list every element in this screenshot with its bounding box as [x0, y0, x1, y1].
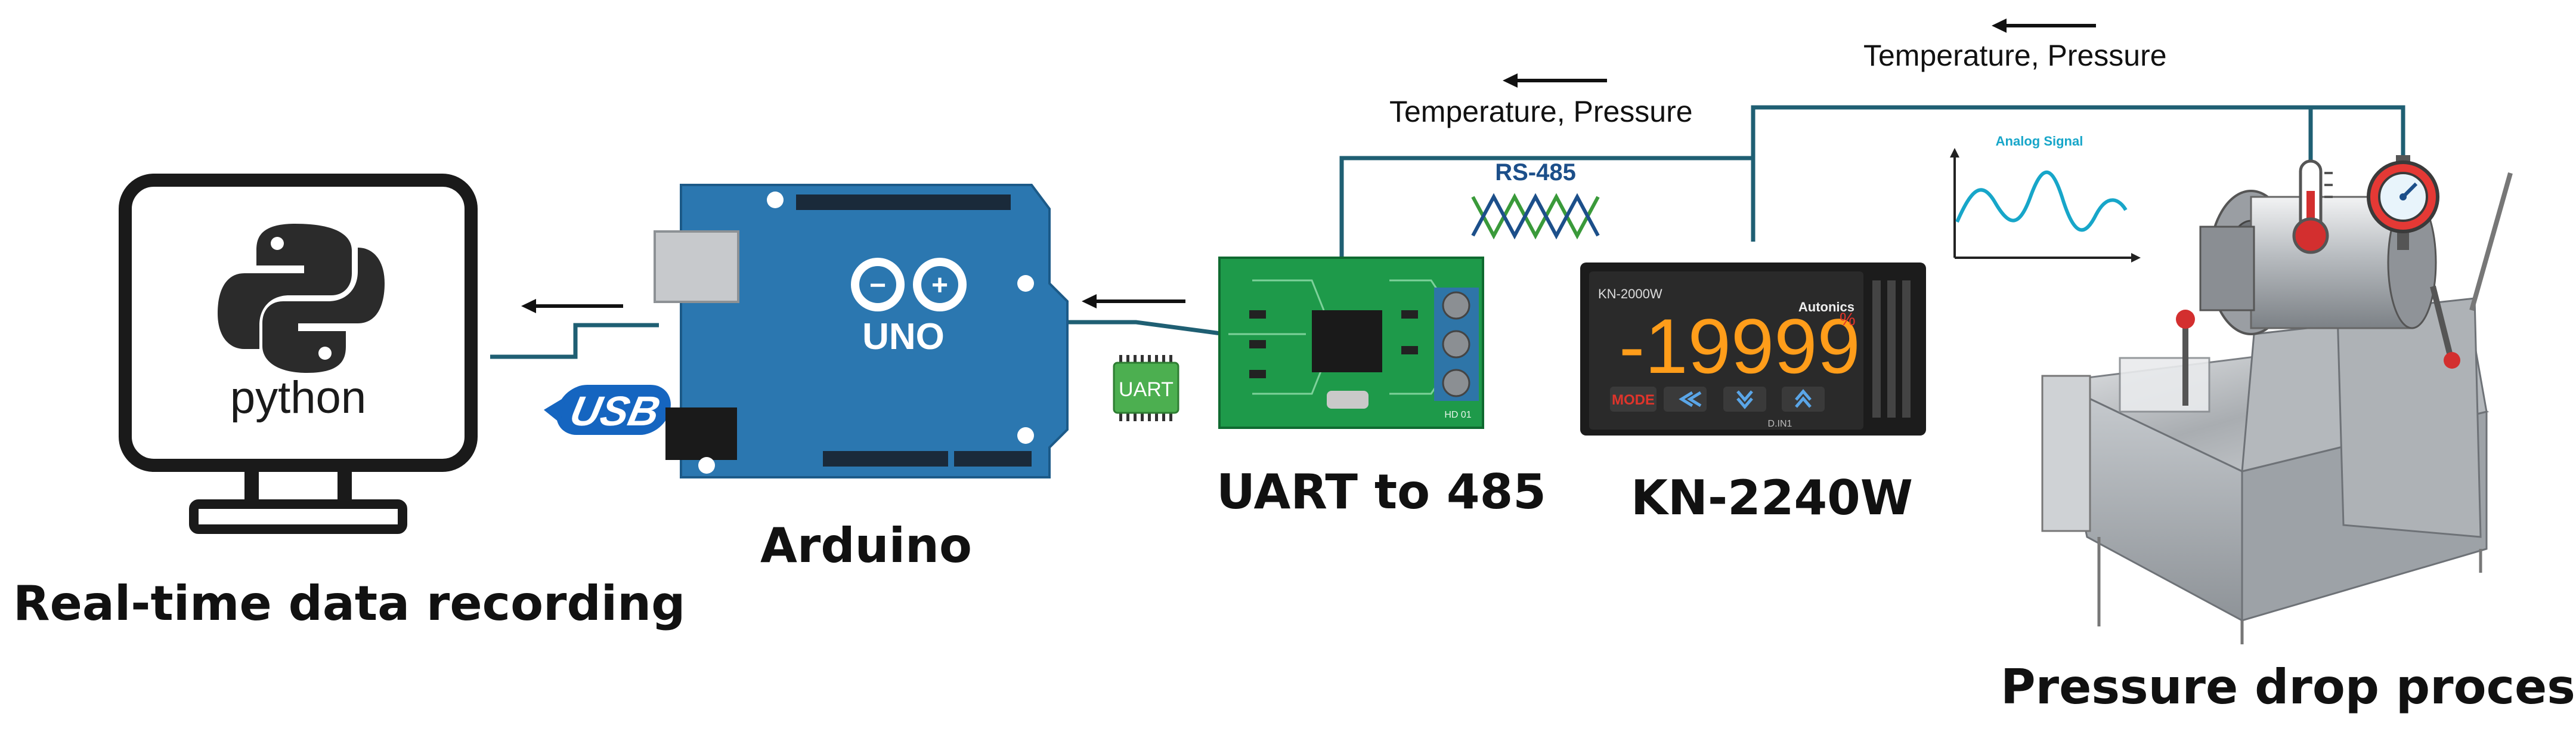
label-computer: Real-time data recording — [13, 576, 686, 631]
rs485-wire — [1339, 156, 1755, 265]
signal-label-top-mid: Temperature, Pressure — [1389, 95, 1693, 128]
connection-wires — [490, 105, 2405, 359]
uart-chip-icon: UART — [1113, 355, 1179, 421]
uart-485-module: HD 01 — [1218, 257, 1484, 429]
sensor-wire — [1751, 105, 2313, 168]
python-text: python — [230, 372, 366, 423]
gauge-wire — [2311, 105, 2405, 162]
kn-sub-label: D.IN1 — [1768, 419, 1792, 429]
usb-wire — [490, 323, 659, 359]
thermometer-icon — [2292, 159, 2333, 254]
module-chip — [1312, 310, 1382, 372]
uno-text: UNO — [862, 316, 945, 357]
label-arduino: Arduino — [760, 518, 972, 573]
computer-monitor: python — [119, 174, 478, 534]
analog-signal-icon: Analog Signal — [1950, 134, 2141, 263]
arduino-board: − + UNO — [654, 184, 1069, 478]
direction-arrows — [521, 18, 2096, 313]
rs485-label: RS-485 — [1495, 159, 1576, 186]
analog-label: Analog Signal — [1996, 134, 2083, 149]
kn-brand: Autonics — [1798, 299, 1854, 314]
usb-port — [654, 230, 739, 303]
kn-model: KN-2000W — [1598, 286, 1662, 301]
pressure-gauge-icon — [2367, 155, 2439, 250]
power-jack — [665, 407, 737, 460]
kn-unit: % — [1840, 310, 1856, 329]
svg-text:+: + — [931, 270, 948, 301]
label-controller: KN-2240W — [1631, 470, 1914, 526]
uart-chip-label: UART — [1119, 378, 1174, 401]
arduino-logo-icon — [851, 258, 967, 311]
label-processor: Pressure drop processor — [2001, 659, 2576, 715]
module-silkscreen: HD 01 — [1444, 410, 1471, 420]
label-converter: UART to 485 — [1216, 464, 1546, 520]
usb-icon: USB — [543, 385, 671, 435]
svg-text:−: − — [869, 270, 886, 301]
shift-button — [1664, 387, 1707, 412]
python-logo-icon — [218, 224, 385, 373]
mode-button-label: MODE — [1612, 392, 1655, 408]
kn-controller: KN-2000W Autonics -19999 % MODE D.IN1 — [1580, 263, 1926, 436]
mode-button — [1610, 387, 1657, 412]
rs485-signal-icon: RS-485 — [1471, 159, 1600, 240]
pressure-drop-processor — [2041, 155, 2513, 644]
signal-label-top-right: Temperature, Pressure — [1863, 39, 2167, 72]
uart-wire — [1052, 320, 1226, 336]
kn-display-value: -19999 — [1619, 302, 1860, 390]
usb-label: USB — [566, 388, 664, 434]
